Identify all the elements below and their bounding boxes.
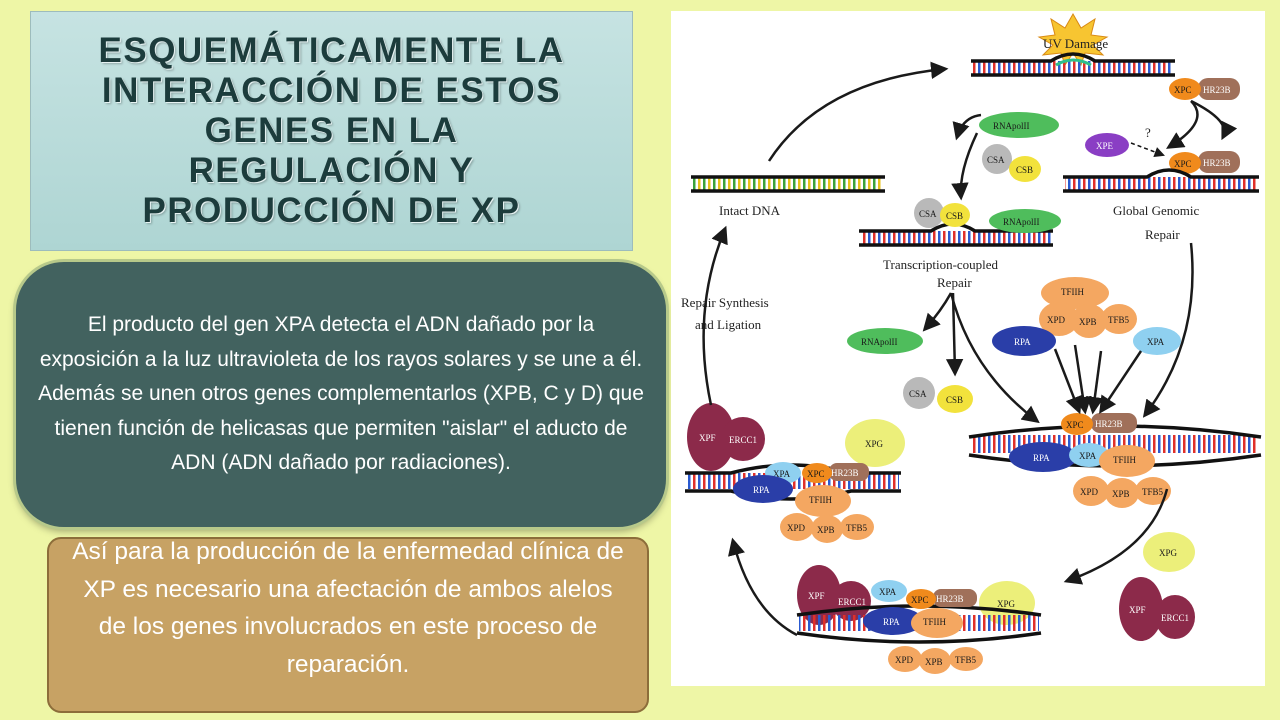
svg-text:XPD: XPD bbox=[895, 655, 914, 665]
svg-text:RNApolII: RNApolII bbox=[993, 121, 1030, 131]
xpa-description-text: El producto del gen XPA detecta el ADN d… bbox=[38, 313, 644, 475]
csa-csb-upper: CSA CSB bbox=[982, 144, 1041, 182]
svg-text:CSB: CSB bbox=[1016, 165, 1033, 175]
intact-dna-label: Intact DNA bbox=[719, 203, 781, 218]
svg-text:XPG: XPG bbox=[997, 599, 1016, 609]
svg-text:CSA: CSA bbox=[987, 155, 1005, 165]
rnapolii-upper: RNApolII bbox=[979, 112, 1059, 138]
svg-text:TFB5: TFB5 bbox=[1142, 487, 1164, 497]
svg-text:TFIIH: TFIIH bbox=[923, 617, 946, 627]
svg-text:XPF: XPF bbox=[808, 591, 825, 601]
svg-text:CSB: CSB bbox=[946, 395, 963, 405]
svg-text:RPA: RPA bbox=[753, 485, 770, 495]
svg-text:XPC: XPC bbox=[1174, 85, 1192, 95]
svg-text:XPA: XPA bbox=[773, 469, 791, 479]
svg-text:Repair: Repair bbox=[937, 275, 972, 290]
svg-text:RNApolII: RNApolII bbox=[861, 337, 898, 347]
full-complex-bottom: XPF ERCC1 XPG HR23B XPC XPA RPA TFIIH XP… bbox=[796, 565, 1042, 674]
uv-damage-dna: UV Damage bbox=[971, 12, 1175, 77]
svg-text:?: ? bbox=[1145, 125, 1151, 140]
svg-text:ERCC1: ERCC1 bbox=[1161, 613, 1189, 623]
svg-text:XPA: XPA bbox=[1079, 451, 1097, 461]
rnapolii-lower: RNApolII bbox=[847, 328, 923, 354]
uv-damage-label: UV Damage bbox=[1043, 36, 1108, 51]
clinical-xp-text: Así para la producción de la enfermedad … bbox=[72, 538, 624, 678]
svg-text:XPB: XPB bbox=[1079, 317, 1097, 327]
svg-text:CSA: CSA bbox=[919, 209, 937, 219]
csa-csb-lower: CSA CSB bbox=[903, 377, 973, 413]
global-genomic-repair-label: Global Genomic bbox=[1113, 203, 1200, 218]
ner-pathway-diagram: UV Damage HR23B XPC Intact DNA RNApolII … bbox=[671, 11, 1265, 686]
svg-text:XPA: XPA bbox=[879, 587, 897, 597]
svg-text:HR23B: HR23B bbox=[936, 594, 964, 604]
svg-text:Repair: Repair bbox=[1145, 227, 1180, 242]
transcription-coupled-dna: CSA CSB RNApolII Transcription-coupled R… bbox=[859, 198, 1061, 290]
svg-text:CSB: CSB bbox=[946, 211, 963, 221]
svg-text:RPA: RPA bbox=[1033, 453, 1050, 463]
svg-text:XPC: XPC bbox=[1174, 159, 1192, 169]
rpa-mid: RPA bbox=[992, 326, 1056, 356]
xpg-free: XPG bbox=[1143, 532, 1195, 572]
svg-text:XPC: XPC bbox=[911, 595, 929, 605]
svg-text:HR23B: HR23B bbox=[1203, 158, 1231, 168]
svg-text:TFB5: TFB5 bbox=[846, 523, 868, 533]
svg-text:ERCC1: ERCC1 bbox=[838, 597, 866, 607]
svg-text:TFB5: TFB5 bbox=[955, 655, 977, 665]
svg-text:XPD: XPD bbox=[1080, 487, 1099, 497]
svg-text:CSA: CSA bbox=[909, 389, 927, 399]
svg-text:XPD: XPD bbox=[787, 523, 806, 533]
svg-text:XPF: XPF bbox=[699, 433, 716, 443]
svg-text:XPB: XPB bbox=[925, 657, 943, 667]
svg-text:RNApolII: RNApolII bbox=[1003, 217, 1040, 227]
intact-dna: Intact DNA bbox=[691, 175, 885, 218]
clinical-xp-callout: Así para la producción de la enfermedad … bbox=[47, 537, 649, 713]
xpf-ercc1-free: XPF ERCC1 bbox=[1119, 577, 1195, 641]
svg-text:TFIIH: TFIIH bbox=[809, 495, 832, 505]
svg-text:XPG: XPG bbox=[865, 439, 884, 449]
svg-text:TFB5: TFB5 bbox=[1108, 315, 1130, 325]
xpa-mid: XPA bbox=[1133, 327, 1181, 355]
xpa-description-callout: El producto del gen XPA detecta el ADN d… bbox=[16, 262, 666, 527]
svg-text:TFIIH: TFIIH bbox=[1113, 455, 1136, 465]
svg-text:and Ligation: and Ligation bbox=[695, 317, 762, 332]
svg-text:RPA: RPA bbox=[1014, 337, 1031, 347]
transcription-coupled-label: Transcription-coupled bbox=[883, 257, 999, 272]
repair-synthesis-label: Repair Synthesis bbox=[681, 295, 769, 310]
slide-title: ESQUEMÁTICAMENTE LA INTERACCIÓN DE ESTOS… bbox=[98, 31, 565, 230]
title-box: ESQUEMÁTICAMENTE LA INTERACCIÓN DE ESTOS… bbox=[30, 11, 633, 251]
svg-text:XPE: XPE bbox=[1096, 141, 1114, 151]
svg-text:XPB: XPB bbox=[817, 525, 835, 535]
svg-text:XPC: XPC bbox=[807, 469, 825, 479]
svg-text:XPB: XPB bbox=[1112, 489, 1130, 499]
svg-text:XPG: XPG bbox=[1159, 548, 1178, 558]
xpc-hr23b-complex-top: HR23B XPC bbox=[1169, 78, 1240, 100]
svg-text:HR23B: HR23B bbox=[1203, 85, 1231, 95]
svg-text:XPF: XPF bbox=[1129, 605, 1146, 615]
svg-text:RPA: RPA bbox=[883, 617, 900, 627]
incision-complex-left: XPF ERCC1 XPG HR23B XPC XPA RPA TFIIH XP… bbox=[685, 403, 905, 543]
svg-text:HR23B: HR23B bbox=[1095, 419, 1123, 429]
svg-text:ERCC1: ERCC1 bbox=[729, 435, 757, 445]
svg-text:XPC: XPC bbox=[1066, 420, 1084, 430]
svg-text:HR23B: HR23B bbox=[831, 468, 859, 478]
svg-text:XPA: XPA bbox=[1147, 337, 1165, 347]
tfiih-complex-mid: TFIIH XPD XPB TFB5 bbox=[1039, 277, 1137, 338]
pathway-arrows bbox=[702, 61, 1238, 637]
svg-text:XPD: XPD bbox=[1047, 315, 1066, 325]
global-genomic-repair: XPE ? HR23B XPC Global Genomic Repair bbox=[1063, 125, 1259, 242]
open-complex-right: HR23B XPC RPA XPA TFIIH XPD XPB TFB5 bbox=[968, 413, 1262, 508]
svg-text:TFIIH: TFIIH bbox=[1061, 287, 1084, 297]
